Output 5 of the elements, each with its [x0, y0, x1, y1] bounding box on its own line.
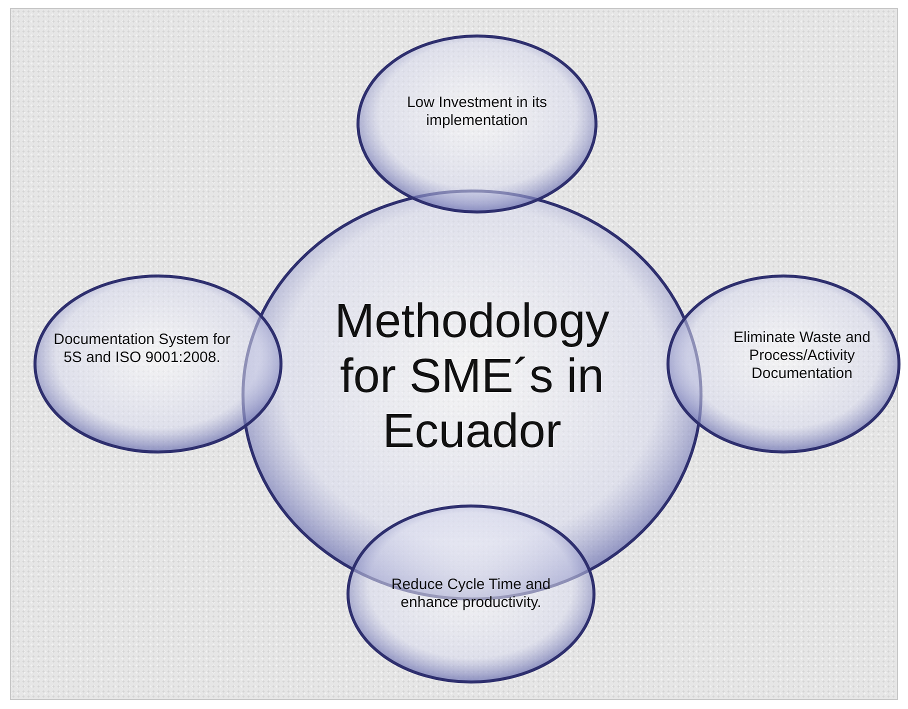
circle-label: Reduce Cycle Time and enhance productivity. — [391, 576, 551, 612]
central-title: Methodology for SME´s in Ecuador — [334, 294, 610, 460]
circle-label: Low Investment in its implementation — [406, 94, 548, 130]
circle-label: Eliminate Waste and Process/Activity Documentation — [732, 329, 872, 383]
circle-label: Documentation System for 5S and ISO 9001:2008. — [53, 331, 231, 367]
